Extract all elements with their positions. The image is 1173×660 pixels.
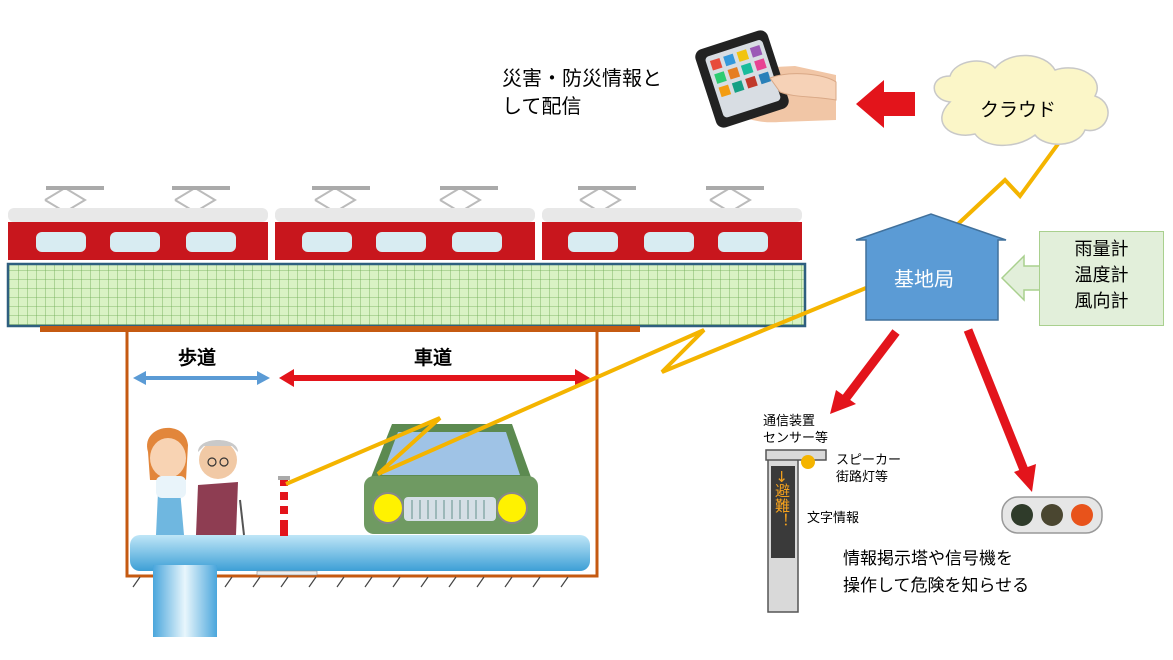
speaker-light	[801, 455, 815, 469]
elderly-person	[196, 440, 245, 536]
cloud	[933, 54, 1109, 147]
car	[364, 424, 538, 534]
sidewalk-arrow	[133, 371, 270, 385]
sensor-box: 雨量計 温度計 風向計	[1039, 231, 1164, 326]
phone-caption-line-1: 災害・防災情報と	[502, 66, 662, 90]
train-car-2	[275, 186, 535, 260]
info-tower	[765, 449, 827, 613]
bridge-girder	[6, 262, 807, 328]
comm-device-label-line-1: 通信装置	[763, 414, 816, 429]
red-arrow-to-phone	[856, 80, 915, 128]
speaker-label-line-2: 街路灯等	[836, 470, 889, 485]
bottom-caption-line-2: 操作して危険を知らせる	[843, 576, 1030, 596]
led-sign	[771, 466, 795, 558]
signal-line-ground	[285, 286, 867, 486]
underpass-outline	[125, 332, 599, 578]
speaker-label: スピーカー 街路灯等	[836, 452, 901, 486]
roadway-arrow	[279, 369, 590, 387]
phone-caption-line-2: して配信	[502, 94, 582, 118]
warning-pole	[278, 476, 290, 536]
comm-device-label: 通信装置 センサー等	[763, 413, 828, 447]
roadway-label: 車道	[414, 347, 453, 369]
bridge-base	[40, 326, 640, 332]
sensor-rain-gauge: 雨量計	[1074, 239, 1129, 260]
flood-water	[130, 535, 590, 571]
evacuation-sign-text-value: →避難！	[773, 470, 791, 528]
sensor-thermometer: 温度計	[1074, 265, 1129, 286]
sidewalk-label: 歩道	[178, 347, 217, 369]
phone-caption: 災害・防災情報と して配信	[502, 64, 662, 120]
sensor-arrow	[1000, 254, 1041, 302]
ground-hatching	[132, 576, 569, 588]
caregiver-person	[147, 427, 188, 535]
bottom-caption: 情報掲示塔や信号機を 操作して危険を知らせる	[843, 546, 1029, 600]
arrow-to-info-tower	[830, 329, 900, 414]
sensor-wind-vane: 風向計	[1074, 291, 1129, 312]
smartphone-icon	[695, 30, 837, 128]
arrow-to-traffic-signal	[963, 328, 1036, 492]
traffic-signal	[1001, 496, 1103, 534]
speaker-label-line-1: スピーカー	[836, 453, 902, 468]
base-station-label: 基地局	[894, 267, 954, 291]
car-headlight-left	[372, 492, 404, 524]
train-car-1	[8, 186, 268, 260]
signal-line-cloud	[956, 142, 1060, 226]
base-station	[855, 213, 1007, 321]
train	[8, 186, 802, 260]
train-car-3	[542, 186, 802, 260]
evacuation-sign-text: →避難！	[770, 470, 794, 528]
car-headlight-right	[496, 492, 528, 524]
cloud-label: クラウド	[980, 99, 1057, 121]
bottom-caption-line-1: 情報掲示塔や信号機を	[843, 549, 1013, 569]
waterfall	[153, 565, 217, 637]
text-info-label: 文字情報	[807, 511, 860, 526]
comm-device-label-line-2: センサー等	[763, 431, 829, 446]
